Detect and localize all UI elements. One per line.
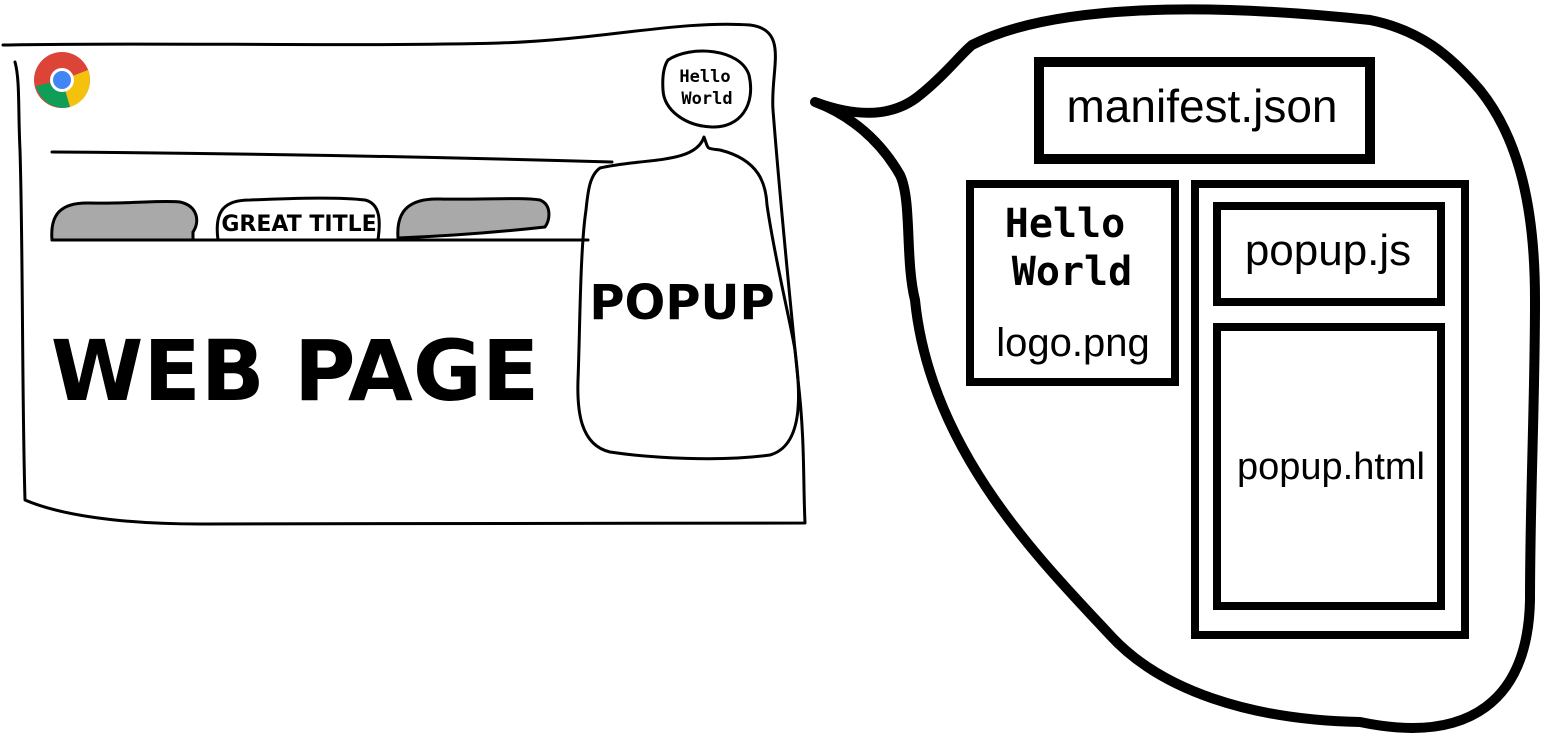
tab-inactive-right[interactable] [396, 197, 551, 240]
logo-file-label: logo.png [996, 321, 1149, 365]
browser-window-frame [1, 22, 807, 526]
manifest-file-label: manifest.json [1066, 80, 1337, 132]
tab-active-label: GREAT TITLE [221, 212, 376, 237]
popup-files-group [1191, 180, 1469, 639]
extension-button-line1: Hello [679, 67, 730, 87]
logo-image-line2: World [1012, 249, 1132, 295]
tab-inactive-left[interactable] [50, 199, 199, 242]
manifest-file [1034, 57, 1375, 164]
logo-image-line1: Hello [1005, 201, 1125, 247]
browser-window: GREAT TITLE Hello World POPUP WEB PAGE [1, 22, 807, 526]
popup-js-file [1213, 202, 1445, 306]
tab-active[interactable] [215, 196, 381, 242]
extension-bundle: manifest.json Hello World logo.png popup… [810, 4, 1540, 733]
popup-label: POPUP [589, 275, 774, 331]
popup-html-file [1213, 323, 1445, 610]
web-page-label: WEB PAGE [51, 322, 540, 420]
chrome-logo-center [53, 71, 71, 89]
chrome-logo-icon [34, 52, 90, 108]
address-bar[interactable] [50, 150, 614, 164]
popup-panel[interactable] [576, 135, 801, 461]
popup-html-file-label: popup.html [1237, 446, 1425, 488]
logo-file [966, 180, 1179, 386]
extension-button-line2: World [681, 89, 732, 109]
extension-button[interactable] [661, 49, 753, 129]
popup-js-file-label: popup.js [1245, 226, 1411, 275]
extension-bundle-bubble [810, 4, 1540, 733]
